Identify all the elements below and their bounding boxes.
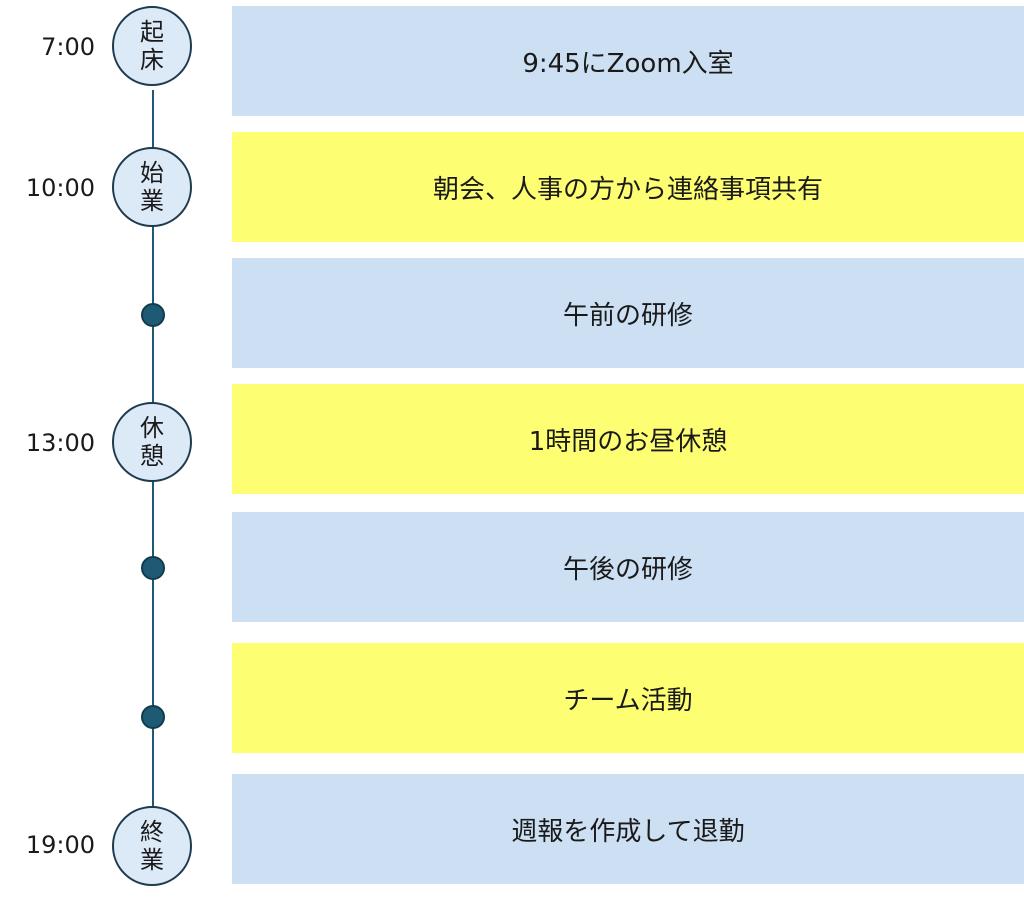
- timeline-dot: [141, 705, 165, 729]
- milestone-node-wake: 起床: [112, 6, 192, 86]
- event-team-activity: チーム活動: [232, 643, 1024, 753]
- milestone-label-end: 終業: [140, 818, 164, 874]
- milestone-label-break: 休憩: [140, 414, 164, 470]
- time-label-break: 13:00: [25, 429, 95, 457]
- event-lunch-break: 1時間のお昼休憩: [232, 384, 1024, 494]
- event-zoom-join: 9:45にZoom入室: [232, 6, 1024, 116]
- milestone-node-break: 休憩: [112, 402, 192, 482]
- event-morning-training: 午前の研修: [232, 258, 1024, 368]
- milestone-label-wake: 起床: [140, 18, 164, 74]
- milestone-node-start: 始業: [112, 147, 192, 227]
- event-morning-meeting: 朝会、人事の方から連絡事項共有: [232, 132, 1024, 242]
- time-label-start: 10:00: [25, 174, 95, 202]
- milestone-node-end: 終業: [112, 806, 192, 886]
- timeline-dot: [141, 303, 165, 327]
- milestone-label-start: 始業: [140, 159, 164, 215]
- timeline-dot: [141, 556, 165, 580]
- event-weekly-report: 週報を作成して退勤: [232, 774, 1024, 884]
- time-label-end: 19:00: [25, 831, 95, 859]
- time-label-wake: 7:00: [41, 33, 95, 61]
- event-afternoon-training: 午後の研修: [232, 512, 1024, 622]
